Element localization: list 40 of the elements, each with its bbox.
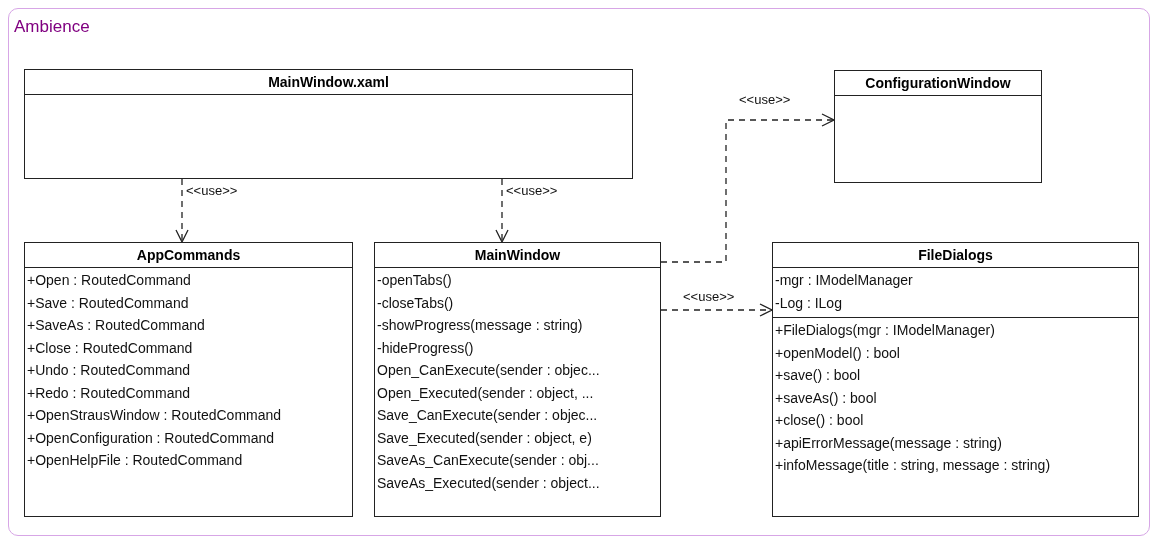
method-text: +save() : bool <box>775 367 861 384</box>
method-text: Open_Executed(sender : object, ... <box>377 384 594 402</box>
attribute-text: +OpenStrausWindow : RoutedCommand <box>27 407 282 424</box>
class-name: ConfigurationWindow <box>865 74 1011 93</box>
method-text: Save_Executed(sender : object, e) <box>377 429 592 447</box>
package-name: Ambience <box>14 17 90 37</box>
attribute-text: +Close : RoutedCommand <box>27 339 193 357</box>
attribute-text: -mgr : IModelManager <box>775 272 913 289</box>
attribute-text: -Log : ILog <box>775 294 842 312</box>
method-text: SaveAs_Executed(sender : object... <box>377 474 600 492</box>
attribute-text: +Open : RoutedCommand <box>27 272 191 289</box>
package-frame <box>8 8 1150 536</box>
attribute-text: +OpenHelpFile : RoutedCommand <box>27 452 243 469</box>
method-text: -showProgress(message : string) <box>377 317 583 334</box>
class-box <box>834 70 1042 183</box>
class-box <box>772 242 1139 517</box>
method-text: SaveAs_CanExecute(sender : obj... <box>377 452 599 469</box>
attribute-text: +Redo : RoutedCommand <box>27 384 191 402</box>
method-text: -hideProgress() <box>377 339 474 357</box>
class-name: MainWindow <box>474 246 561 265</box>
method-text: +FileDialogs(mgr : IModelManager) <box>775 322 995 339</box>
method-text: +infoMessage(title : string, message : string) <box>775 457 1051 474</box>
class-box <box>24 69 633 179</box>
attribute-text: +OpenConfiguration : RoutedCommand <box>27 429 275 447</box>
attribute-text: +Save : RoutedCommand <box>27 294 189 312</box>
method-text: +apiErrorMessage(message : string) <box>775 434 1002 452</box>
method-text: -openTabs() <box>377 272 452 289</box>
attribute-text: +SaveAs : RoutedCommand <box>27 317 205 334</box>
class-box <box>374 242 661 517</box>
method-text: +close() : bool <box>775 412 864 429</box>
class-name: AppCommands <box>136 246 241 265</box>
method-text: +saveAs() : bool <box>775 389 877 407</box>
attribute-text: +Undo : RoutedCommand <box>27 362 191 379</box>
method-text: +openModel() : bool <box>775 344 900 362</box>
class-box <box>24 242 353 517</box>
class-name: MainWindow.xaml <box>268 73 389 92</box>
method-text: Open_CanExecute(sender : objec... <box>377 362 600 379</box>
class-name: FileDialogs <box>918 246 993 265</box>
method-text: Save_CanExecute(sender : objec... <box>377 407 598 424</box>
method-text: -closeTabs() <box>377 294 454 312</box>
